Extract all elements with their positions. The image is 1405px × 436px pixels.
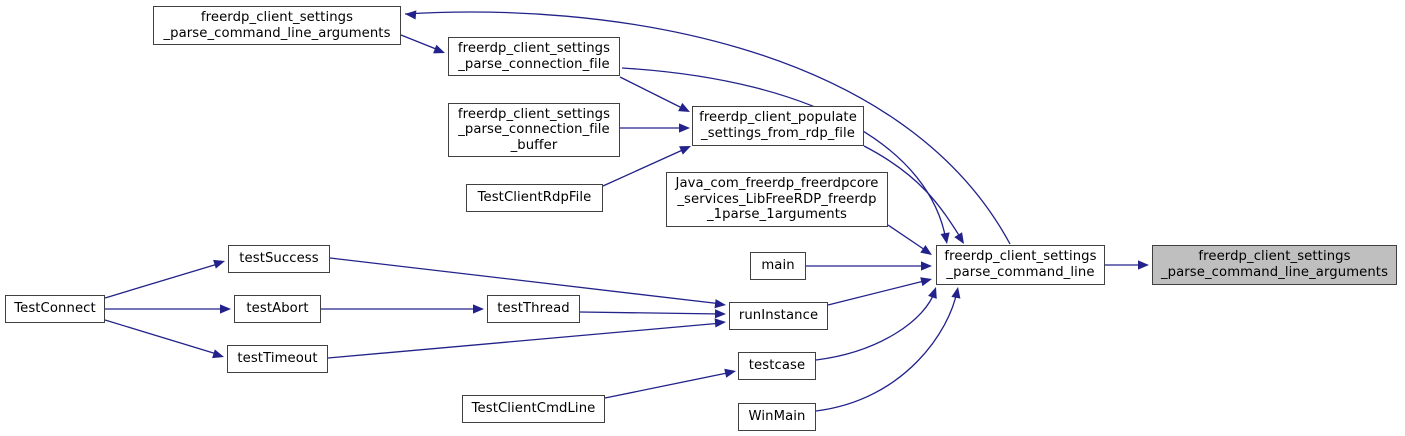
graph-node-testAbort[interactable]: testAbort — [234, 295, 321, 323]
graph-node-label: testSuccess — [239, 251, 319, 267]
edge-arrowhead — [920, 277, 932, 287]
graph-node-label: testThread — [497, 301, 570, 317]
call-edge — [579, 311, 723, 315]
call-edge — [815, 290, 936, 361]
graph-node-TestConnect[interactable]: TestConnect — [5, 295, 105, 323]
graph-node-testThread[interactable]: testThread — [487, 295, 580, 323]
graph-node-parse_command_line_arguments_left[interactable]: freerdp_client_settings _parse_command_l… — [153, 6, 401, 45]
graph-node-java_parse_arguments[interactable]: Java_com_freerdp_freerdpcore _services_L… — [666, 172, 888, 227]
edge-arrowhead — [714, 309, 726, 319]
call-edge — [887, 224, 929, 253]
graph-node-label: TestConnect — [14, 301, 96, 317]
edge-arrowhead — [1138, 260, 1149, 270]
edge-arrowhead — [473, 304, 484, 314]
graph-node-label: main — [761, 258, 795, 274]
graph-node-testTimeout[interactable]: testTimeout — [227, 345, 328, 373]
edge-arrowhead — [213, 259, 225, 269]
edge-arrowhead — [679, 146, 691, 155]
call-edge — [815, 290, 958, 412]
edge-arrowhead — [714, 318, 726, 328]
call-edge — [827, 279, 929, 306]
graph-node-TestClientCmdLine[interactable]: TestClientCmdLine — [462, 395, 605, 423]
graph-node-label: TestClientRdpFile — [477, 190, 592, 206]
edge-arrowhead — [679, 123, 690, 133]
graph-node-label: Java_com_freerdp_freerdpcore _services_L… — [675, 176, 879, 223]
graph-node-populate_settings_from_rdp_file[interactable]: freerdp_client_populate _settings_from_r… — [692, 106, 864, 146]
graph-node-parse_command_line[interactable]: freerdp_client_settings _parse_command_l… — [936, 245, 1105, 285]
graph-node-TestClientRdpFile[interactable]: TestClientRdpFile — [466, 184, 603, 212]
edge-arrowhead — [921, 261, 932, 271]
graph-node-label: freerdp_client_settings _parse_connectio… — [457, 106, 611, 153]
edge-arrowhead — [724, 368, 736, 378]
graph-node-label: testAbort — [246, 301, 309, 317]
edge-arrowhead — [928, 287, 937, 299]
call-edge — [104, 319, 221, 356]
edge-arrowhead — [678, 102, 690, 112]
graph-node-label: freerdp_client_populate _settings_from_r… — [699, 110, 857, 141]
graph-node-label: testTimeout — [237, 351, 318, 367]
edge-arrowhead — [940, 232, 950, 244]
edge-arrowhead — [714, 299, 726, 309]
graph-node-label: runInstance — [738, 308, 819, 324]
graph-node-parse_connection_file_buffer[interactable]: freerdp_client_settings _parse_connectio… — [448, 103, 620, 157]
call-edge — [619, 76, 687, 111]
graph-node-parse_command_line_arguments_target[interactable]: freerdp_client_settings _parse_command_l… — [1152, 245, 1397, 285]
edge-arrowhead — [405, 10, 417, 20]
call-edge — [104, 262, 222, 299]
graph-node-runInstance[interactable]: runInstance — [729, 302, 828, 330]
graph-node-WinMain[interactable]: WinMain — [738, 403, 816, 431]
graph-node-label: TestClientCmdLine — [471, 401, 596, 417]
edge-arrowhead — [920, 245, 932, 255]
call-edge — [400, 34, 442, 52]
graph-node-label: WinMain — [748, 409, 806, 425]
call-edge — [327, 322, 723, 359]
graph-node-parse_connection_file[interactable]: freerdp_client_settings _parse_connectio… — [448, 37, 620, 76]
graph-node-label: freerdp_client_settings _parse_connectio… — [457, 40, 611, 72]
graph-node-label: testcase — [748, 358, 806, 374]
graph-node-label: freerdp_client_settings _parse_command_l… — [1160, 249, 1389, 280]
edge-arrowhead — [433, 44, 445, 54]
call-edge — [604, 371, 733, 399]
graph-node-label: freerdp_client_settings _parse_command_l… — [163, 9, 391, 41]
edge-arrowhead — [212, 349, 224, 359]
graph-node-testcase[interactable]: testcase — [738, 352, 816, 380]
edge-arrowhead — [951, 287, 961, 299]
graph-node-main[interactable]: main — [750, 252, 806, 280]
graph-node-label: freerdp_client_settings _parse_command_l… — [944, 249, 1097, 280]
graph-node-testSuccess[interactable]: testSuccess — [228, 245, 330, 273]
edge-arrowhead — [220, 304, 231, 314]
